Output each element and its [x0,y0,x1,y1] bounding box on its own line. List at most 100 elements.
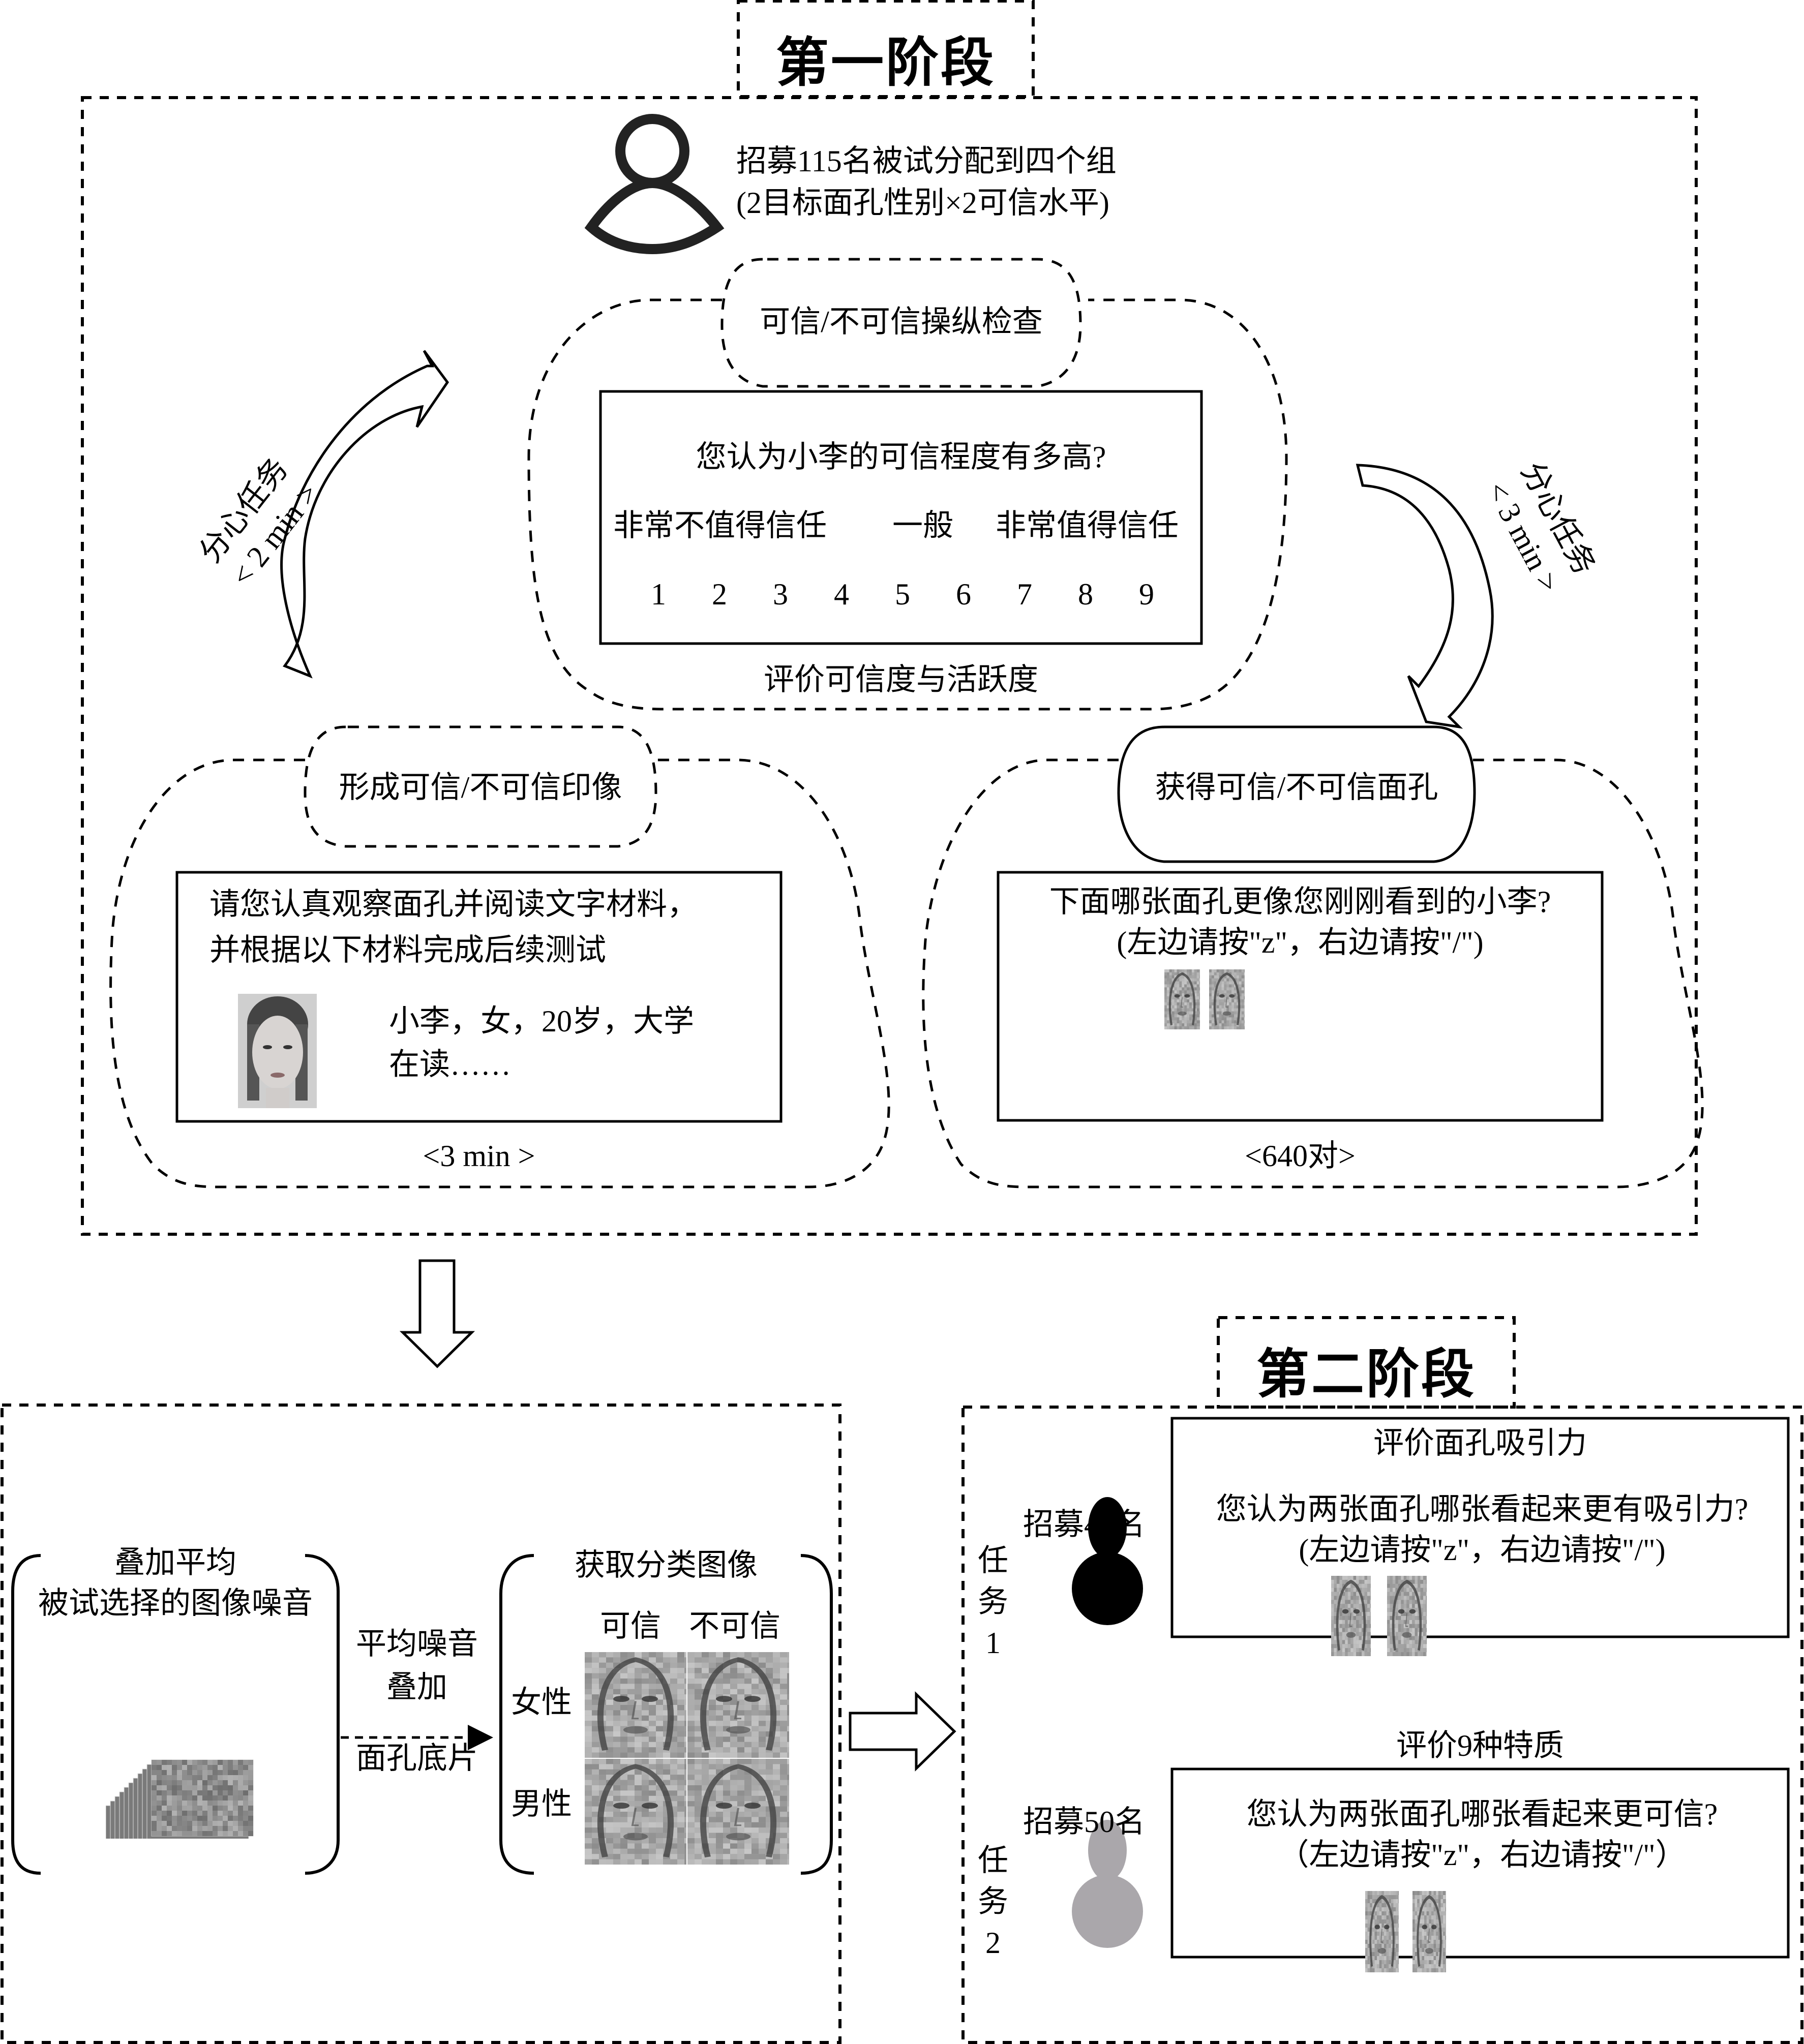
noisy-face-graphic [1412,1891,1446,1972]
profile-line-1: 小李，女，20岁，大学 [389,1004,694,1038]
impression-duration: <3 min > [423,1139,535,1173]
noisy-face-graphic [687,1759,789,1865]
task1-question-2: (左边请按"z"，右边请按"/") [1299,1533,1666,1567]
manipulation-question: 您认为小李的可信程度有多高? [696,440,1106,474]
manipulation-cloud [527,298,1288,711]
task1-label: 任 务 1 [975,1540,1011,1664]
ci-male-untrustworthy [687,1759,789,1865]
task2-label-char-2: 务 [978,1885,1008,1918]
rating-scale: 1 2 3 4 5 6 7 8 9 [651,574,1154,614]
impression-instruction-1: 请您认真观察面孔并阅读文字材料， [209,888,698,921]
scale-option-8[interactable]: 8 [1078,577,1093,611]
scale-label-high: 非常值得信任 [996,509,1179,542]
right-bracket-close [800,1554,833,1875]
obtain-faces-label: 获得可信/不可信面孔 [1155,771,1438,804]
scale-option-1[interactable]: 1 [651,577,666,611]
task1-label-char-3: 1 [985,1626,1001,1660]
arrow-label-overlay: 叠加 [386,1670,447,1704]
scale-option-2[interactable]: 2 [712,577,727,611]
task1-recruit: 招募40名 [1023,1508,1145,1541]
noisy-face-graphic [585,1759,686,1865]
obtain-count: <640对> [1245,1139,1356,1173]
stage1-outer-box [81,96,1698,1236]
noisy-face-graphic [1164,969,1200,1029]
noisy-face-right[interactable] [1209,969,1245,1029]
obtain-label-bubble [1117,725,1476,863]
noisy-face-graphic [1331,1576,1371,1656]
noise-stack-graphic [101,1759,254,1887]
ci-female-trustworthy [585,1652,686,1758]
stage2-title-box [1217,1316,1516,1409]
left-bracket-close [305,1554,340,1875]
stage2-outer-box [961,1406,1803,2044]
arrow-label-base-face: 面孔底片 [356,1742,478,1775]
scale-option-6[interactable]: 6 [956,577,971,611]
left-bracket-open [11,1554,41,1875]
averaging-title-1: 叠加平均 [114,1546,236,1579]
photo-face-image [238,994,317,1108]
recruit-line-2: (2目标面孔性别×2可信水平) [736,186,1109,220]
obtain-question-2: (左边请按"z"，右边请按"/") [1117,926,1484,959]
task1-label-char-2: 务 [978,1585,1008,1619]
impression-label: 形成可信/不可信印像 [339,771,622,804]
task2-question-2: （左边请按"z"，右边请按"/"） [1278,1838,1686,1872]
task2-face-left[interactable] [1365,1891,1399,1972]
task2-person-icon [1072,1820,1143,1948]
stage1-title: 第一阶段 [775,32,996,94]
task2-question-1: 您认为两张面孔哪张看起来更可信? [1246,1797,1718,1831]
task2-label-char-1: 任 [978,1844,1008,1877]
noisy-face-graphic [687,1652,789,1758]
impression-cloud [109,758,890,1188]
scale-option-4[interactable]: 4 [834,577,849,611]
manipulation-check-label: 可信/不可信操纵检查 [760,305,1043,339]
task1-question-1: 您认为两张面孔哪张看起来更有吸引力? [1216,1492,1749,1526]
impression-content-box [175,871,783,1123]
impression-instruction-2: 并根据以下材料完成后续测试 [209,933,606,967]
classification-title: 获取分类图像 [575,1548,758,1582]
task1-label-char-1: 任 [978,1544,1008,1577]
stage2-title: 第二阶段 [1256,1343,1476,1405]
target-face-photo [238,994,317,1108]
noisy-face-graphic [1387,1576,1427,1656]
averaging-title-2: 被试选择的图像噪音 [38,1587,313,1620]
scale-option-3[interactable]: 3 [773,577,788,611]
task2-caption: 评价9种特质 [1396,1729,1564,1762]
curved-arrow-right [1356,464,1494,729]
obtain-question-1: 下面哪张面孔更像您刚刚看到的小李? [1049,885,1551,919]
col-header-untrustworthy: 不可信 [689,1609,780,1643]
task2-face-right[interactable] [1412,1891,1446,1972]
task1-face-left[interactable] [1331,1576,1371,1656]
task1-question-box [1170,1417,1790,1638]
impression-label-bubble [304,725,657,848]
row-header-female: 女性 [511,1686,572,1719]
scale-option-7[interactable]: 7 [1017,577,1032,611]
obtain-cloud [922,758,1704,1188]
task1-face-right[interactable] [1387,1576,1427,1656]
noisy-face-left[interactable] [1164,969,1200,1029]
right-block-arrow [849,1691,956,1772]
arrow-label-average-noise: 平均噪音 [356,1627,478,1661]
noisy-face-graphic [1209,969,1245,1029]
scale-option-5[interactable]: 5 [895,577,910,611]
scale-option-9[interactable]: 9 [1139,577,1154,611]
ci-female-untrustworthy [687,1652,789,1758]
noisy-face-graphic [585,1652,686,1758]
scale-label-low: 非常不值得信任 [613,509,827,542]
col-header-trustworthy: 可信 [600,1609,661,1643]
curved-arrow-left [280,350,449,679]
right-bracket-open [499,1554,534,1875]
noise-stack-image [101,1714,258,1887]
noise-sheet [151,1759,254,1837]
manipulation-caption: 评价可信度与活跃度 [764,663,1038,696]
processing-box [1,1404,841,2044]
person-outline-icon [584,114,725,255]
task2-label: 任 务 2 [975,1840,1011,1964]
recruit-line-1: 招募115名被试分配到四个组 [736,144,1117,178]
task1-person-icon [1072,1497,1143,1625]
scale-label-mid: 一般 [892,509,953,542]
down-block-arrow [399,1259,475,1368]
task1-caption: 评价面孔吸引力 [1373,1426,1587,1460]
noisy-face-graphic [1365,1891,1399,1972]
manipulation-question-box [599,390,1203,645]
